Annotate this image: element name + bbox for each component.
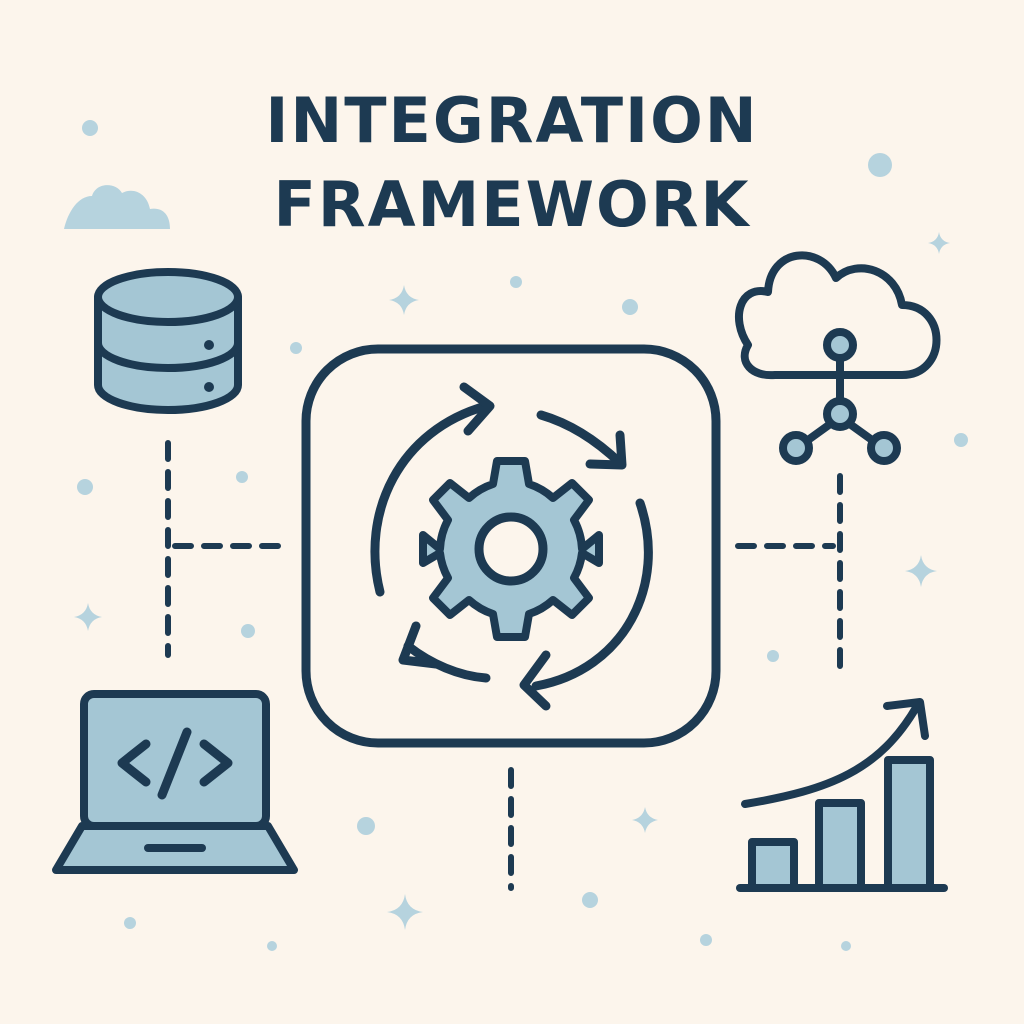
- trend-arrow-icon: [741, 702, 921, 808]
- growth-chart-icon: [736, 698, 948, 892]
- dot-decoration: [868, 153, 892, 177]
- integration-hub: [301, 344, 721, 748]
- sparkle-decoration-icon: [389, 285, 419, 315]
- gear-icon: [419, 457, 603, 641]
- dot-decoration: [841, 941, 851, 951]
- chart-bar-medium: [815, 799, 865, 892]
- dot-decoration: [290, 342, 302, 354]
- connector-cloud-to-hub: [735, 473, 843, 671]
- dot-decoration: [767, 650, 779, 662]
- sparkle-decoration-icon: [928, 232, 950, 254]
- dot-decoration: [241, 624, 255, 638]
- cloud-network-icon: [735, 251, 941, 465]
- laptop-code-icon: [52, 690, 298, 874]
- sparkle-decoration-icon: [632, 807, 658, 833]
- decorative-background: [64, 120, 968, 951]
- dot-decoration: [124, 917, 136, 929]
- dot-decoration: [622, 299, 638, 315]
- title-line-1: INTEGRATION: [265, 84, 758, 157]
- dot-decoration: [357, 817, 375, 835]
- chart-bar-large: [884, 756, 934, 892]
- dot-decoration: [82, 120, 98, 136]
- database-icon: [94, 268, 242, 414]
- sparkle-decoration-icon: [905, 555, 937, 587]
- dot-decoration: [510, 276, 522, 288]
- title-line-2: FRAMEWORK: [273, 168, 750, 241]
- chart-bar-small: [748, 838, 798, 892]
- connector-database-to-hub: [165, 440, 293, 658]
- dot-decoration: [954, 433, 968, 447]
- sparkle-decoration-icon: [74, 603, 102, 631]
- dot-decoration: [77, 479, 93, 495]
- cloud-decoration-icon: [64, 185, 170, 229]
- dot-decoration: [267, 941, 277, 951]
- sync-arrows-icon: [370, 382, 653, 711]
- sparkle-decoration-icon: [387, 894, 423, 930]
- dot-decoration: [582, 892, 598, 908]
- connectors: [165, 440, 843, 891]
- dot-decoration: [236, 471, 248, 483]
- dot-decoration: [700, 934, 712, 946]
